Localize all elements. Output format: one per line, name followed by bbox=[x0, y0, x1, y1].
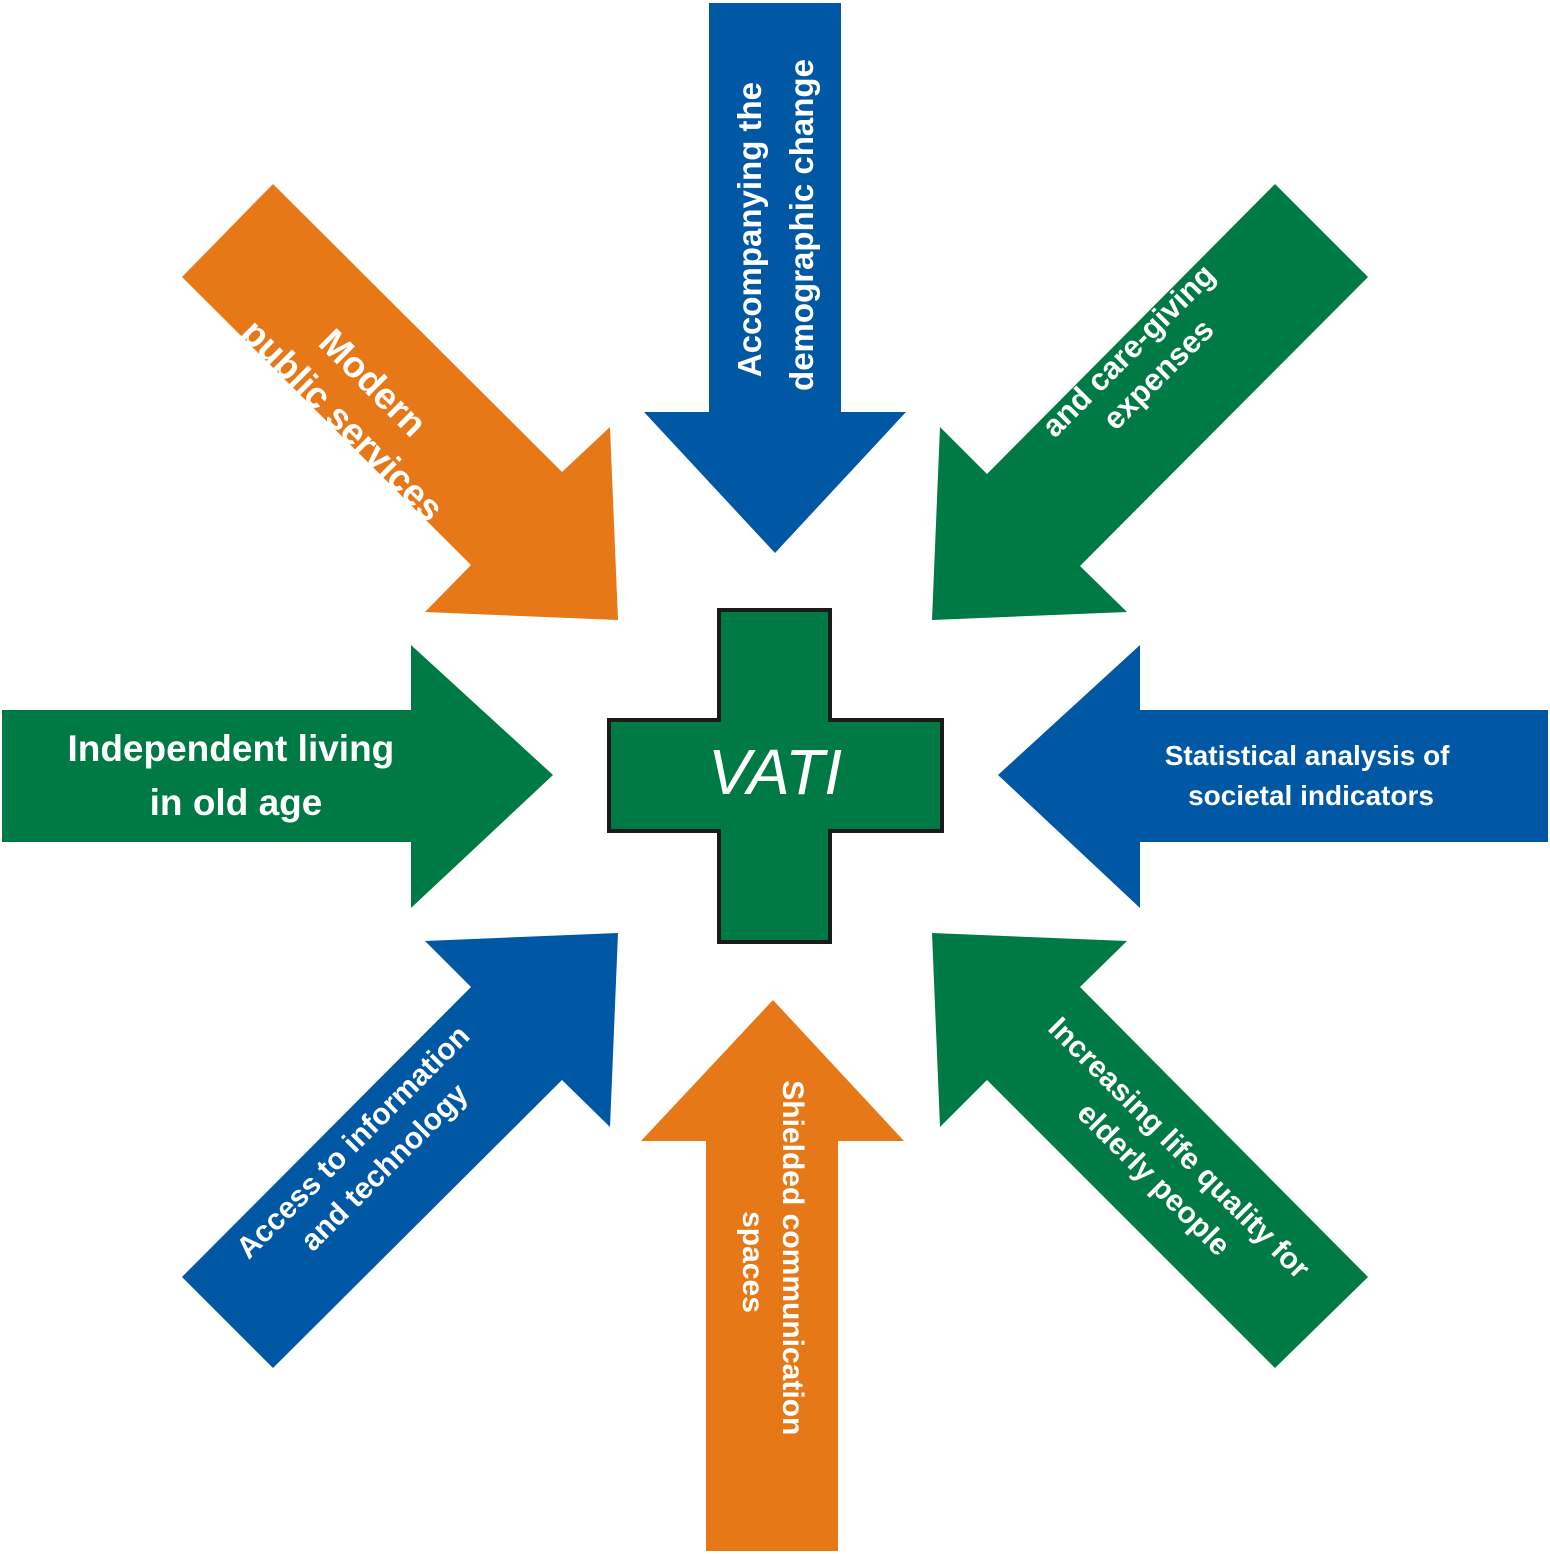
arrow-bottom-right: Increasing life quality for elderly peop… bbox=[932, 933, 1368, 1368]
arrow-left-shape bbox=[2, 645, 553, 908]
arrow-top: Accompanying the demographic change bbox=[644, 3, 906, 553]
arrow-right-line-2: societal indicators bbox=[1188, 780, 1434, 811]
arrow-top-line-1: Accompanying the bbox=[731, 82, 768, 377]
arrow-top-line-2: demographic change bbox=[783, 59, 820, 391]
arrow-bottom-left: Access to information and technology bbox=[182, 933, 618, 1368]
arrow-right-line-1: Statistical analysis of bbox=[1165, 740, 1450, 771]
arrow-top-label: Accompanying the demographic change bbox=[731, 59, 820, 391]
arrow-bottom: Shielded communication spaces bbox=[641, 1000, 904, 1551]
center-cross-shape bbox=[607, 608, 944, 944]
arrow-bottom-shape bbox=[641, 1000, 904, 1551]
arrow-bottom-label: Shielded communication spaces bbox=[737, 1080, 810, 1443]
center-label: VATI bbox=[708, 736, 842, 808]
arrow-top-right-shape bbox=[932, 184, 1368, 620]
arrow-right-label: Statistical analysis of societal indicat… bbox=[1165, 740, 1458, 811]
arrow-bottom-line-2: spaces bbox=[737, 1211, 770, 1313]
arrow-top-left: Modern public services bbox=[182, 184, 618, 620]
arrow-top-left-shape bbox=[182, 184, 618, 620]
arrow-top-right: Reducing health-care and care-giving exp… bbox=[932, 184, 1368, 620]
arrow-left-line-2: in old age bbox=[150, 782, 323, 823]
arrow-top-shape bbox=[644, 3, 906, 553]
arrow-bottom-line-1: Shielded communication bbox=[777, 1080, 810, 1435]
arrow-left: Independent living in old age bbox=[2, 645, 553, 908]
arrow-left-label: Independent living in old age bbox=[67, 728, 404, 823]
arrow-bottom-left-shape bbox=[182, 933, 618, 1368]
arrow-bottom-right-shape bbox=[932, 933, 1368, 1368]
arrow-right: Statistical analysis of societal indicat… bbox=[998, 645, 1548, 908]
arrow-left-line-1: Independent living bbox=[67, 728, 394, 769]
arrow-right-shape bbox=[998, 645, 1548, 908]
center-cross: VATI bbox=[607, 608, 944, 944]
